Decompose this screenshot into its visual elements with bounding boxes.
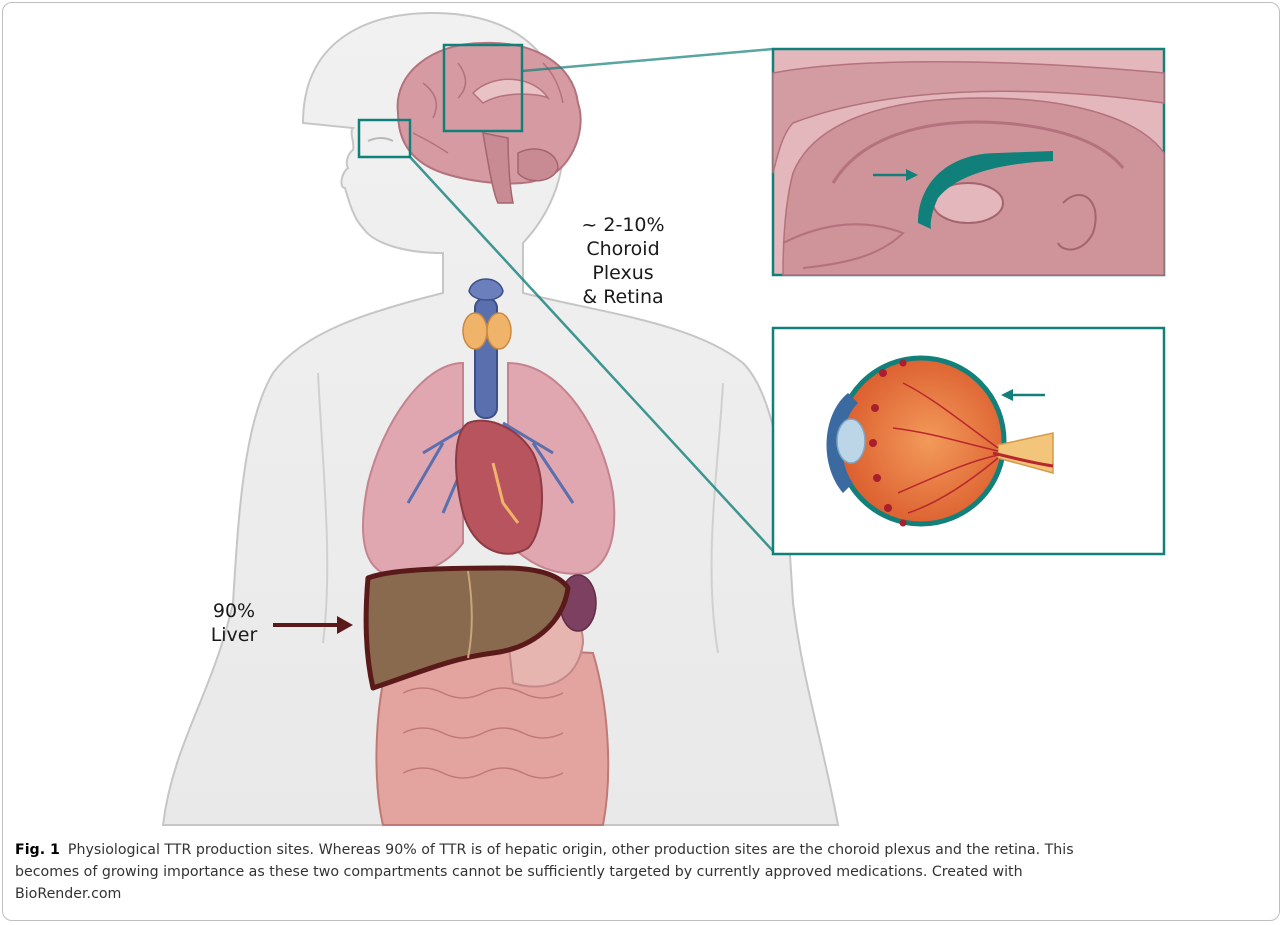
figure-number: Fig. 1 [15, 842, 60, 858]
csf-retina: & Retina [563, 285, 683, 309]
liver-label: 90% Liver [199, 599, 269, 647]
caption-line-2: becomes of growing importance as these t… [15, 861, 1273, 883]
figure-caption: Fig. 1 Physiological TTR production sites… [15, 839, 1273, 905]
csf-choroid-plexus: Choroid Plexus [563, 237, 683, 285]
eye-inset [773, 328, 1164, 554]
brain-inset [773, 49, 1164, 275]
choroid-plexus-retina-label: ~ 2-10% Choroid Plexus & Retina [563, 213, 683, 309]
caption-line-1: Physiological TTR production sites. Wher… [68, 842, 1074, 858]
anatomy-illustration [3, 3, 1280, 828]
csf-percentage: ~ 2-10% [563, 213, 683, 237]
liver-name: Liver [199, 623, 269, 647]
liver-percentage: 90% [199, 599, 269, 623]
caption-line-3: BioRender.com [15, 883, 1273, 905]
